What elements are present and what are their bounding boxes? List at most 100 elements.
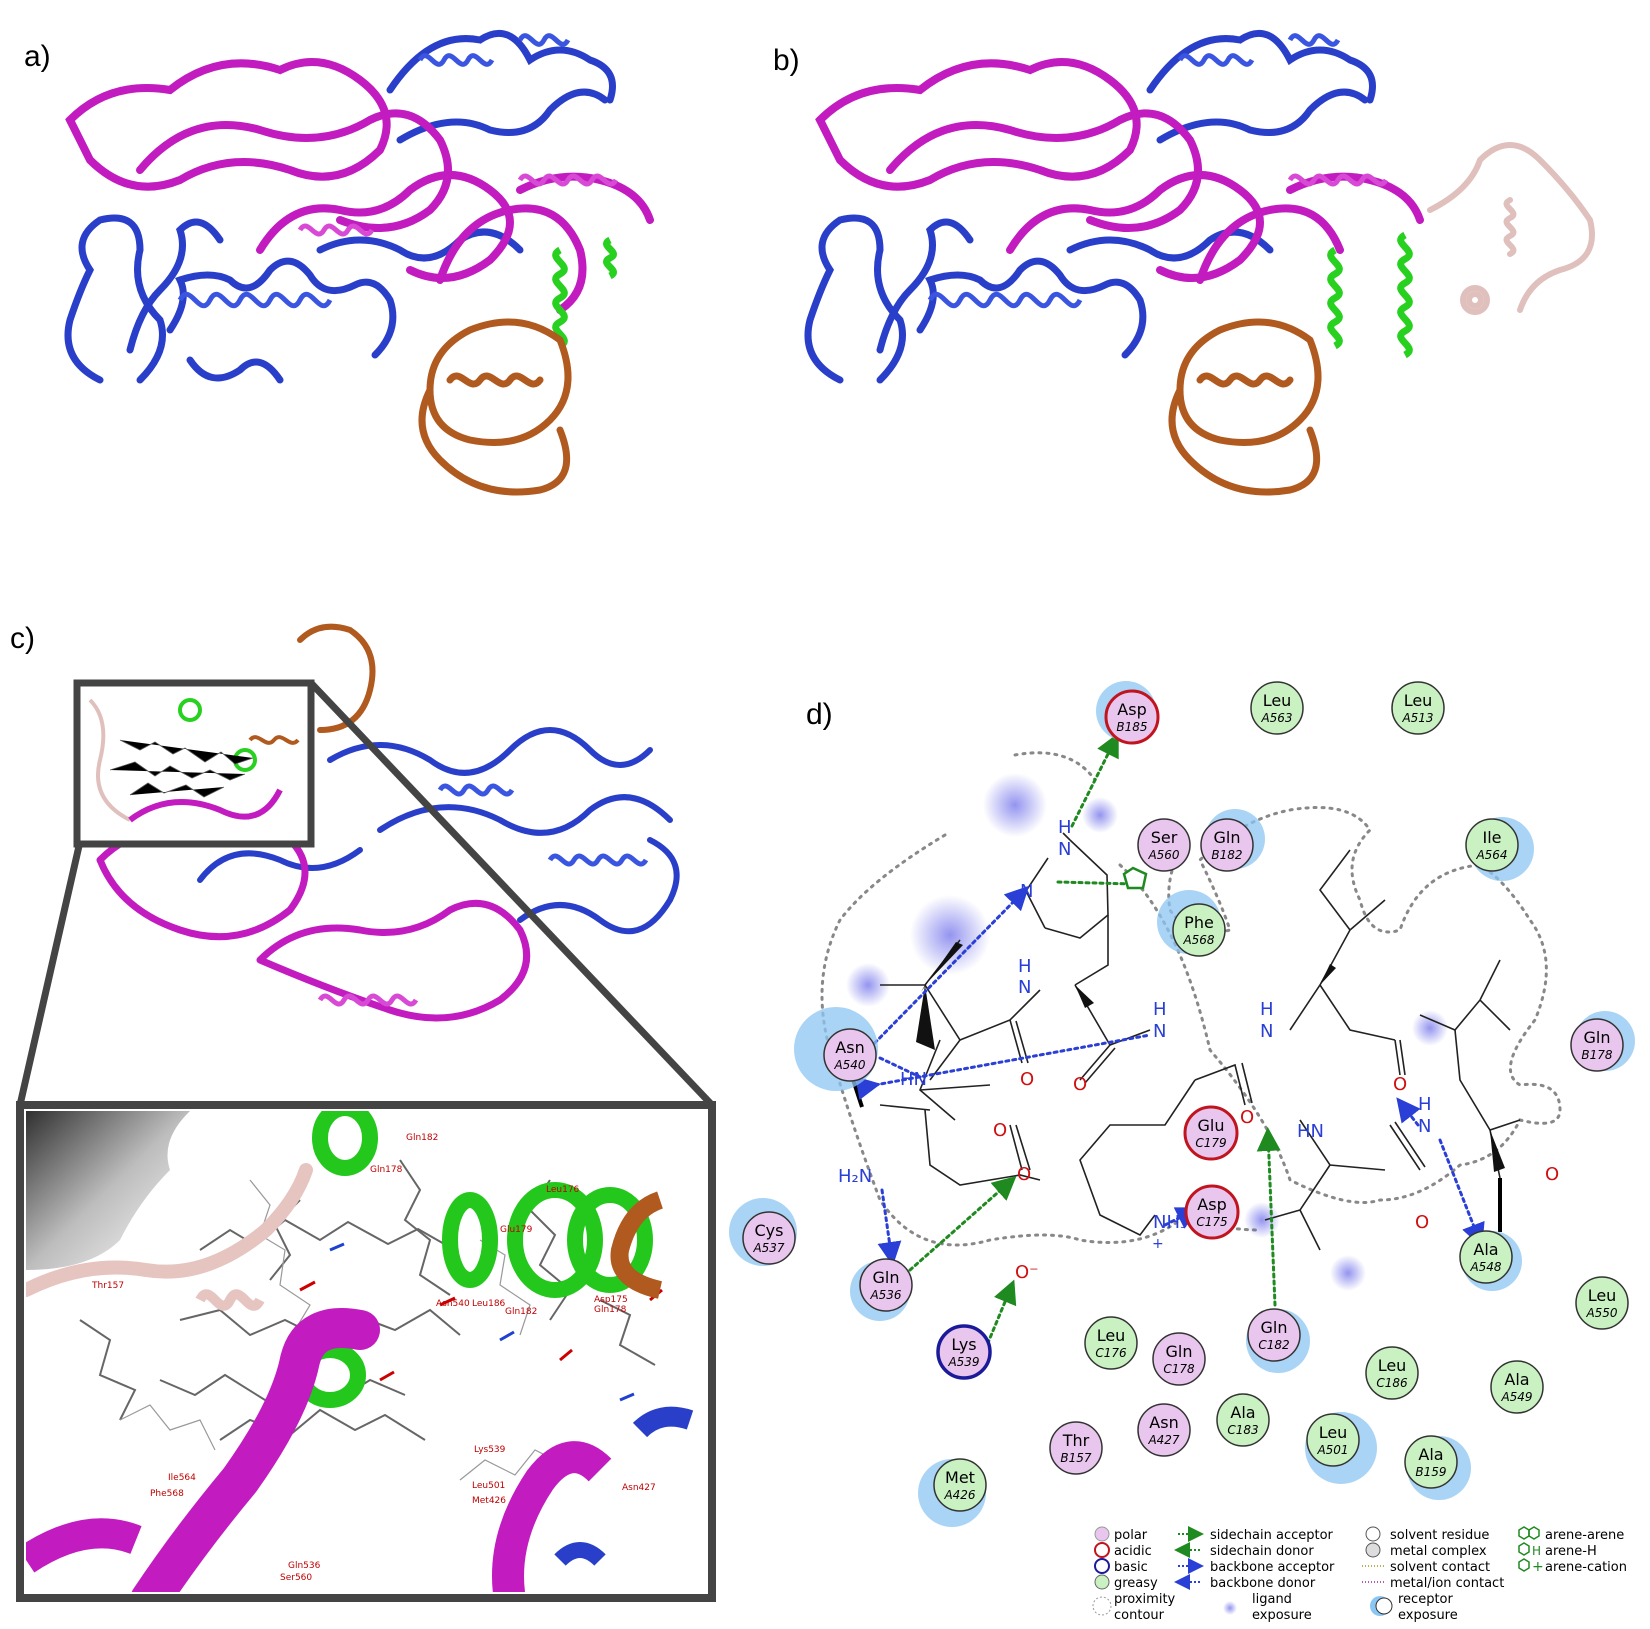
residue-disc [933,1458,987,1512]
residue-name: Leu [1404,691,1433,710]
atom-n: N [1418,1116,1431,1137]
atom-o-minus: O⁻ [1015,1262,1039,1283]
residue-name: Ile [1482,828,1501,847]
residue-name: Phe [1184,913,1214,932]
legend-label: proximity [1114,1592,1176,1607]
zoom-detail-contents: Gln182 Gln178 Leu176 Glu179 Thr157 Asn54… [26,1111,694,1592]
residue-disc [1049,1421,1103,1475]
zoom-source-box [73,679,315,848]
atom-h: H [1153,999,1167,1020]
residue-id: A550 [1585,1306,1617,1320]
zoom-label: Gln178 [594,1305,627,1315]
atom-h: H [1418,1094,1432,1115]
residue-id: C175 [1196,1215,1227,1229]
residue-disc [1172,903,1226,957]
zoom-label: Leu186 [472,1299,506,1309]
legend-label: arene-cation [1545,1560,1627,1575]
residue-disc [1084,1316,1138,1370]
residue-disc [1216,1393,1270,1447]
legend-solvent-residue-icon [1365,1526,1381,1542]
residue-id: A568 [1182,933,1214,947]
residue-name: Asp [1197,1195,1226,1214]
residue-id: A426 [943,1488,975,1502]
residue-name: Glu [1198,1116,1225,1135]
legend-label: exposure [1398,1608,1458,1623]
residue-name: Gln [1261,1318,1288,1337]
proximity-contour [820,751,1562,1247]
zoom-label: Gln178 [370,1165,403,1175]
residue-disc [1575,1276,1629,1330]
legend-arene-h-icon [1518,1542,1530,1556]
zoom-label: Asp175 [594,1295,628,1305]
legend-label: greasy [1114,1576,1158,1591]
panel-a-magenta-helices [297,173,619,237]
residue-name: Gln [1214,828,1241,847]
legend-metal-complex-icon [1365,1542,1381,1558]
legend-polar-icon [1094,1526,1110,1542]
residue-id: A539 [947,1355,979,1369]
legend-ligand-exposure-icon [1223,1601,1237,1615]
zoom-label: Gln536 [288,1561,321,1571]
zoom-label: Ser560 [280,1573,312,1583]
legend-h-mark: H [1532,1544,1541,1558]
ligand-wedges [916,942,1505,1172]
zoom-label: Leu176 [546,1185,580,1195]
panel-label-b: b) [773,44,800,77]
residue-id: B185 [1116,720,1147,734]
legend-label: sidechain donor [1210,1544,1314,1559]
residue-name: Asn [1149,1413,1178,1432]
residue-name: Gln [873,1268,900,1287]
atom-n: N [1260,1021,1273,1042]
panel-b-pink-domain [1427,142,1595,315]
residue-id: A560 [1147,848,1179,862]
legend-label: metal complex [1390,1544,1487,1559]
legend-receptor-disc-icon [1375,1597,1393,1615]
residue-name: Leu [1588,1286,1617,1305]
zoom-label: Ile564 [168,1473,196,1483]
legend-label: solvent contact [1390,1560,1490,1575]
panel-label-c: c) [10,622,35,655]
legend-label: ligand [1252,1592,1292,1607]
residue-layer: AspB185LeuA563LeuA513SerA560GlnB182IleA5… [729,681,1635,1527]
residue-id: C179 [1195,1136,1226,1150]
legend-label: basic [1114,1560,1148,1575]
atom-plus: + [1152,1236,1164,1252]
residue-name: Leu [1097,1326,1126,1345]
zoom-label: Lys539 [474,1445,506,1455]
residue-disc [1247,1308,1301,1362]
legend-label: receptor [1398,1592,1454,1607]
legend-plus-mark: + [1532,1559,1544,1575]
legend-label: polar [1114,1528,1148,1543]
residue-disc [1404,1435,1458,1489]
residue-name: Gln [1166,1342,1193,1361]
zoom-label: Gln182 [406,1133,438,1143]
residue-disc [1365,1346,1419,1400]
panel-a-brown-domain [418,318,572,496]
residue-id: A427 [1147,1433,1179,1447]
residue-disc [1137,818,1191,872]
residue-name: Ala [1230,1403,1255,1422]
legend-basic-icon [1094,1558,1110,1574]
residue-disc [1184,1184,1240,1240]
residue-id: A540 [833,1058,865,1072]
panel-label-d: d) [806,698,833,731]
residue-name: Ala [1504,1370,1529,1389]
legend-acidic-icon [1094,1542,1110,1558]
legend: polar acidic basic greasy proximity cont… [1092,1526,1627,1623]
panel-label-a: a) [24,40,51,73]
panel-b-protein [804,29,1595,496]
